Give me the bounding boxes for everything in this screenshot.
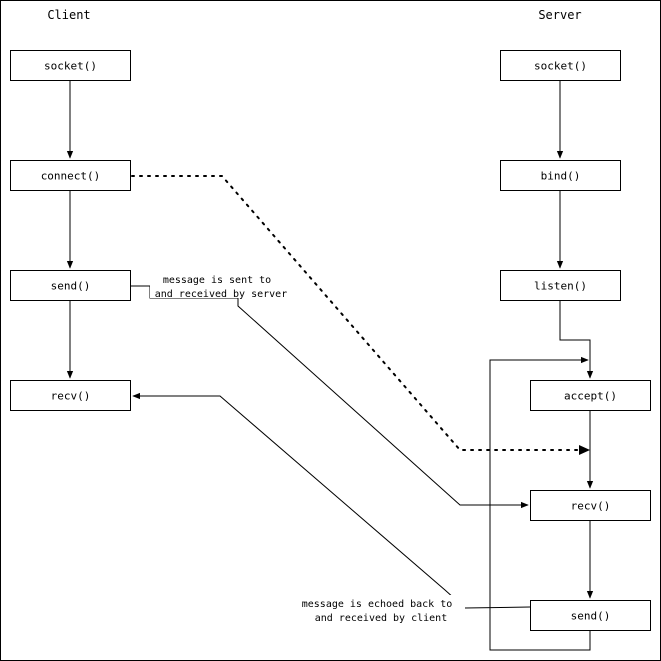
server-listen-box[interactable]: listen(): [500, 270, 621, 301]
server-accept-box[interactable]: accept(): [530, 380, 651, 411]
server-listen-label: listen(): [534, 280, 587, 293]
sent-note-background: [150, 270, 300, 298]
client-column-title: Client: [47, 8, 90, 22]
client-send-label: send(): [51, 280, 91, 293]
echoed-note-background: [290, 595, 465, 625]
server-recv-label: recv(): [571, 500, 611, 513]
server-send-label: send(): [571, 610, 611, 623]
client-recv-box[interactable]: recv(): [10, 380, 131, 411]
server-socket-box[interactable]: socket(): [500, 50, 621, 81]
edge-server-listen-accept: [559, 301, 594, 379]
edge-server-loop-back: [489, 356, 591, 651]
server-accept-label: accept(): [564, 390, 617, 403]
edge-connect-request-dotted: [131, 175, 579, 451]
sent-note-line-2: and received by server: [155, 289, 287, 300]
server-column-title: Server: [538, 8, 581, 22]
client-socket-label: socket(): [44, 60, 97, 73]
client-connect-label: connect(): [41, 170, 101, 183]
server-recv-box[interactable]: recv(): [530, 490, 651, 521]
edge-message-echoed: [132, 392, 531, 609]
dotted-arrowhead: [579, 445, 590, 455]
server-send-box[interactable]: send(): [530, 600, 651, 631]
echoed-note-line-2: and received by client: [315, 613, 447, 624]
server-bind-label: bind(): [541, 170, 581, 183]
sent-note-line-1: message is sent to: [163, 275, 271, 286]
client-connect-box[interactable]: connect(): [10, 160, 131, 191]
echoed-note-line-1: message is echoed back to: [302, 599, 453, 610]
client-socket-box[interactable]: socket(): [10, 50, 131, 81]
server-bind-box[interactable]: bind(): [500, 160, 621, 191]
server-socket-label: socket(): [534, 60, 587, 73]
client-recv-label: recv(): [51, 390, 91, 403]
client-send-box[interactable]: send(): [10, 270, 131, 301]
